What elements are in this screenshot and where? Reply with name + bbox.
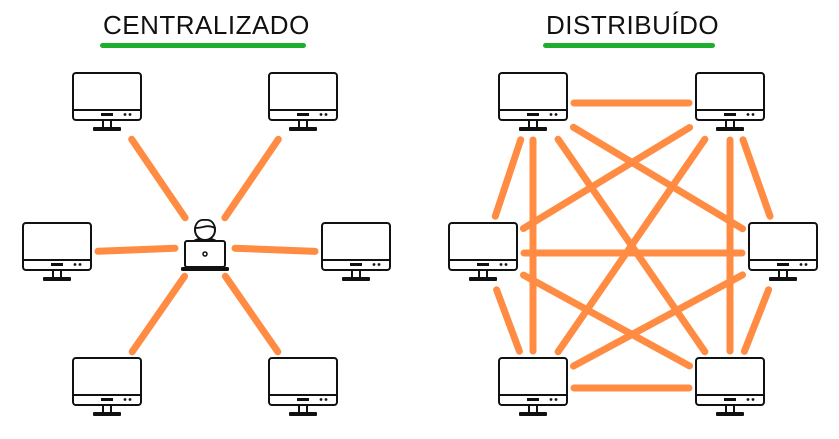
title-underline [100, 43, 306, 48]
nodes-layer [22, 72, 818, 416]
computer-icon-middle-right [321, 222, 391, 281]
link-center-middle-left [94, 244, 179, 255]
person-at-laptop-icon [181, 219, 229, 271]
link-top-left-middle-left [491, 136, 525, 220]
title-distribuido-text: DISTRIBUÍDO [546, 10, 720, 40]
computer-icon-bottom-right [695, 357, 765, 416]
computer-icon-bottom-right [268, 357, 338, 416]
link-middle-left-bottom-left [493, 286, 523, 355]
computer-icon-top-right [695, 72, 765, 131]
link-center-top-left [128, 135, 189, 222]
links-centralized [94, 135, 319, 356]
link-center-middle-right [231, 244, 319, 255]
computer-icon-middle-left [448, 222, 518, 281]
computer-icon-top-right [268, 72, 338, 131]
link-center-bottom-left [128, 272, 189, 356]
computer-icon-bottom-left [72, 357, 142, 416]
links-distributed [491, 99, 774, 392]
link-middle-right-bottom-right [740, 286, 773, 355]
computer-icon-top-left [498, 72, 568, 131]
link-top-right-middle-left [519, 124, 694, 232]
computer-icon-middle-right [748, 222, 818, 281]
computer-icon-middle-left [22, 222, 92, 281]
link-top-right-middle-right [739, 136, 774, 220]
link-center-bottom-right [221, 272, 282, 356]
link-top-left-middle-right [569, 123, 747, 233]
computer-icon-bottom-left [498, 357, 568, 416]
title-distribuido: DISTRIBUÍDO [543, 10, 719, 48]
link-top-right-bottom-left [554, 135, 709, 356]
title-centralizado-text: CENTRALIZADO [103, 10, 310, 40]
computer-icon-top-left [72, 72, 142, 131]
title-underline [543, 43, 715, 48]
link-center-top-right [221, 135, 282, 222]
title-centralizado: CENTRALIZADO [100, 10, 309, 48]
link-middle-left-bottom-right [520, 271, 693, 370]
link-middle-right-bottom-left [570, 271, 746, 370]
